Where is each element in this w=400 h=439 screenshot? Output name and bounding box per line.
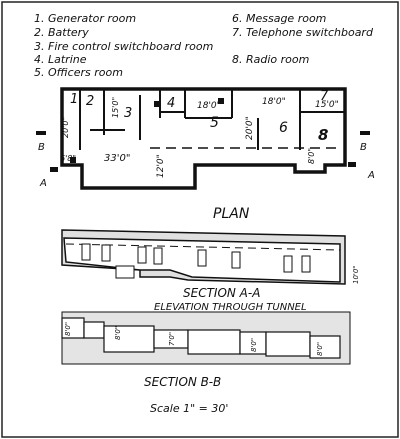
door-mark	[154, 101, 160, 107]
scale-note: Scale 1" = 30'	[150, 402, 228, 415]
section-bb-title: SECTION B-B	[144, 375, 221, 389]
door-mark	[218, 98, 224, 104]
section-aa-door	[301, 255, 311, 273]
legend-item-7: 7. Telephone switchboard	[232, 26, 374, 39]
section-aa-door	[153, 247, 163, 265]
section-a-label-left: A	[39, 178, 47, 189]
stair-mark	[70, 157, 76, 163]
dim-room1: 20'0"	[61, 117, 70, 138]
section-bb-dim-2: 8'0"	[114, 326, 122, 340]
section-aa-door	[81, 243, 91, 261]
section-bb-dim-5: 8'0"	[316, 342, 324, 356]
section-a-a: 10'0" SECTION A-A ELEVATION THROUGH TUNN…	[61, 229, 360, 313]
legend-item-2: 2. Battery	[34, 26, 89, 39]
section-aa-dim: 10'0"	[352, 265, 360, 284]
room-number-3: 3	[124, 106, 132, 121]
section-b-label-left: B	[38, 142, 45, 153]
section-a-marker-left	[50, 167, 58, 172]
legend-item-1: 1. Generator room	[34, 12, 136, 25]
plan-outer-wall	[60, 87, 347, 190]
section-bb-dim-1: 8'0"	[64, 322, 72, 336]
dim-room7: 15'0"	[315, 100, 339, 110]
section-bb-dim-3: 7'0"	[168, 332, 176, 346]
section-aa-door	[197, 249, 207, 267]
dim-room6: 18'0"	[262, 97, 286, 107]
dim-low: 8'0"	[307, 148, 316, 164]
dim-tunnel-width: 33'0"	[104, 153, 130, 164]
room-number-2: 2	[86, 94, 94, 109]
legend-item-4: 4. Latrine	[34, 53, 87, 66]
dim-tunnel-depth: 12'0"	[156, 154, 166, 178]
room-number-5: 5	[210, 115, 219, 131]
dim-room5: 18'0"	[197, 101, 221, 111]
plan-title: PLAN	[213, 206, 250, 222]
section-bb-room	[83, 321, 105, 339]
dim-room8: 20'0"	[245, 116, 255, 140]
legend-item-6: 6. Message room	[232, 12, 326, 25]
plan-view: 1 2 3 4 5 6 7 8 20'0" 15'0" 18'0" 18'0" …	[36, 87, 375, 222]
section-bb-dim-4: 8'0"	[250, 338, 258, 352]
section-aa-door	[101, 244, 111, 262]
legend: 1. Generator room 2. Battery 3. Fire con…	[34, 12, 374, 79]
section-b-marker-left	[36, 131, 46, 135]
section-aa-door	[231, 251, 241, 269]
room-number-8: 8	[318, 126, 328, 144]
section-bb-room	[103, 325, 155, 353]
dim-stair: 6'8"	[60, 154, 76, 163]
legend-item-8: 8. Radio room	[232, 53, 309, 66]
legend-item-5: 5. Officers room	[34, 66, 123, 79]
room-number-1: 1	[70, 92, 78, 107]
room-number-6: 6	[279, 120, 288, 136]
section-a-label-right: A	[367, 170, 375, 181]
room-number-7: 7	[320, 89, 329, 104]
section-aa-subtitle: ELEVATION THROUGH TUNNEL	[154, 302, 307, 313]
section-b-marker-right	[360, 131, 370, 135]
legend-item-3: 3. Fire control switchboard room	[34, 40, 213, 53]
section-bb-room	[265, 331, 311, 357]
section-aa-lower-room	[115, 265, 135, 279]
section-aa-door	[137, 246, 147, 264]
section-aa-door	[283, 255, 293, 273]
room-number-4: 4	[167, 96, 175, 111]
section-b-label-right: B	[360, 142, 367, 153]
section-aa-title: SECTION A-A	[183, 286, 260, 300]
section-b-b: 8'0" 8'0" 7'0" 8'0" 8'0" SECTION B-B	[61, 311, 351, 389]
dim-room3: 15'0"	[111, 97, 120, 118]
section-a-marker-right	[348, 162, 356, 167]
section-aa-dash	[65, 243, 341, 251]
section-bb-room	[309, 335, 341, 359]
section-bb-room	[187, 329, 241, 355]
